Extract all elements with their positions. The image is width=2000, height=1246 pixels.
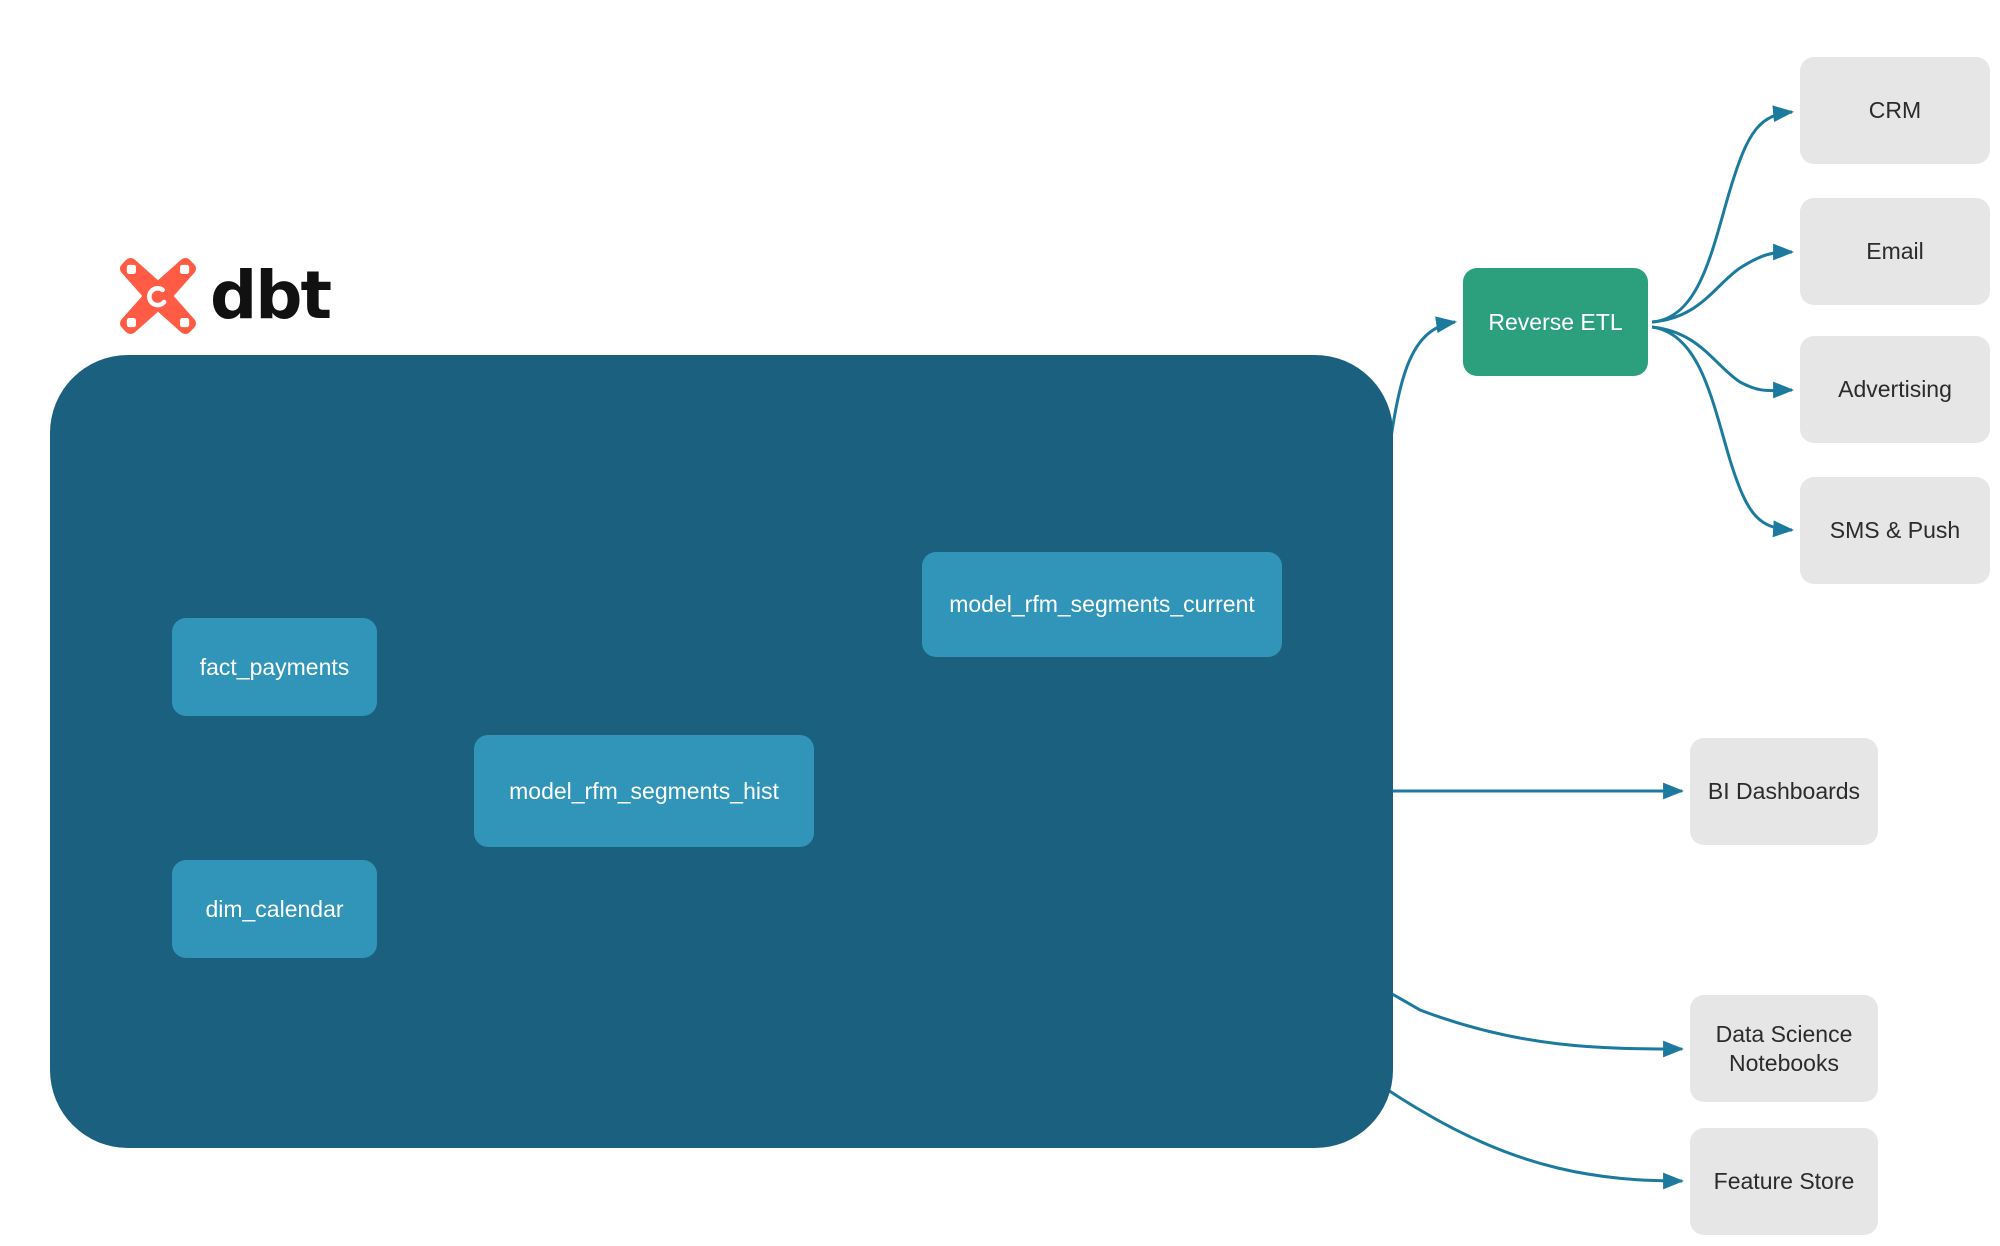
destination-node-feature-store[interactable]: Feature Store [1690,1128,1878,1235]
destination-node-email[interactable]: Email [1800,198,1990,305]
model-node-dim-calendar[interactable]: dim_calendar [172,860,377,958]
destination-node-bi-dashboards[interactable]: BI Dashboards [1690,738,1878,845]
dbt-logo-icon [120,258,196,334]
edge-reverse-etl-to-advertising [1651,325,1795,399]
reverse-etl-node[interactable]: Reverse ETL [1463,268,1648,376]
model-node-rfm-segments-hist[interactable]: model_rfm_segments_hist [474,735,814,847]
dbt-wordmark: dbt [210,257,332,334]
edge-reverse-etl-to-sms-push [1651,325,1795,538]
edge-reverse-etl-to-crm [1651,105,1795,324]
destination-node-data-science-notebooks[interactable]: Data Science Notebooks [1690,995,1878,1102]
model-node-rfm-segments-current[interactable]: model_rfm_segments_current [922,552,1282,657]
model-node-fact-payments[interactable]: fact_payments [172,618,377,716]
destination-node-advertising[interactable]: Advertising [1800,336,1990,443]
destination-node-crm[interactable]: CRM [1800,57,1990,164]
destination-node-sms-push[interactable]: SMS & Push [1800,477,1990,584]
dbt-logo: dbt [120,257,332,334]
edge-reverse-etl-to-email [1651,243,1795,324]
